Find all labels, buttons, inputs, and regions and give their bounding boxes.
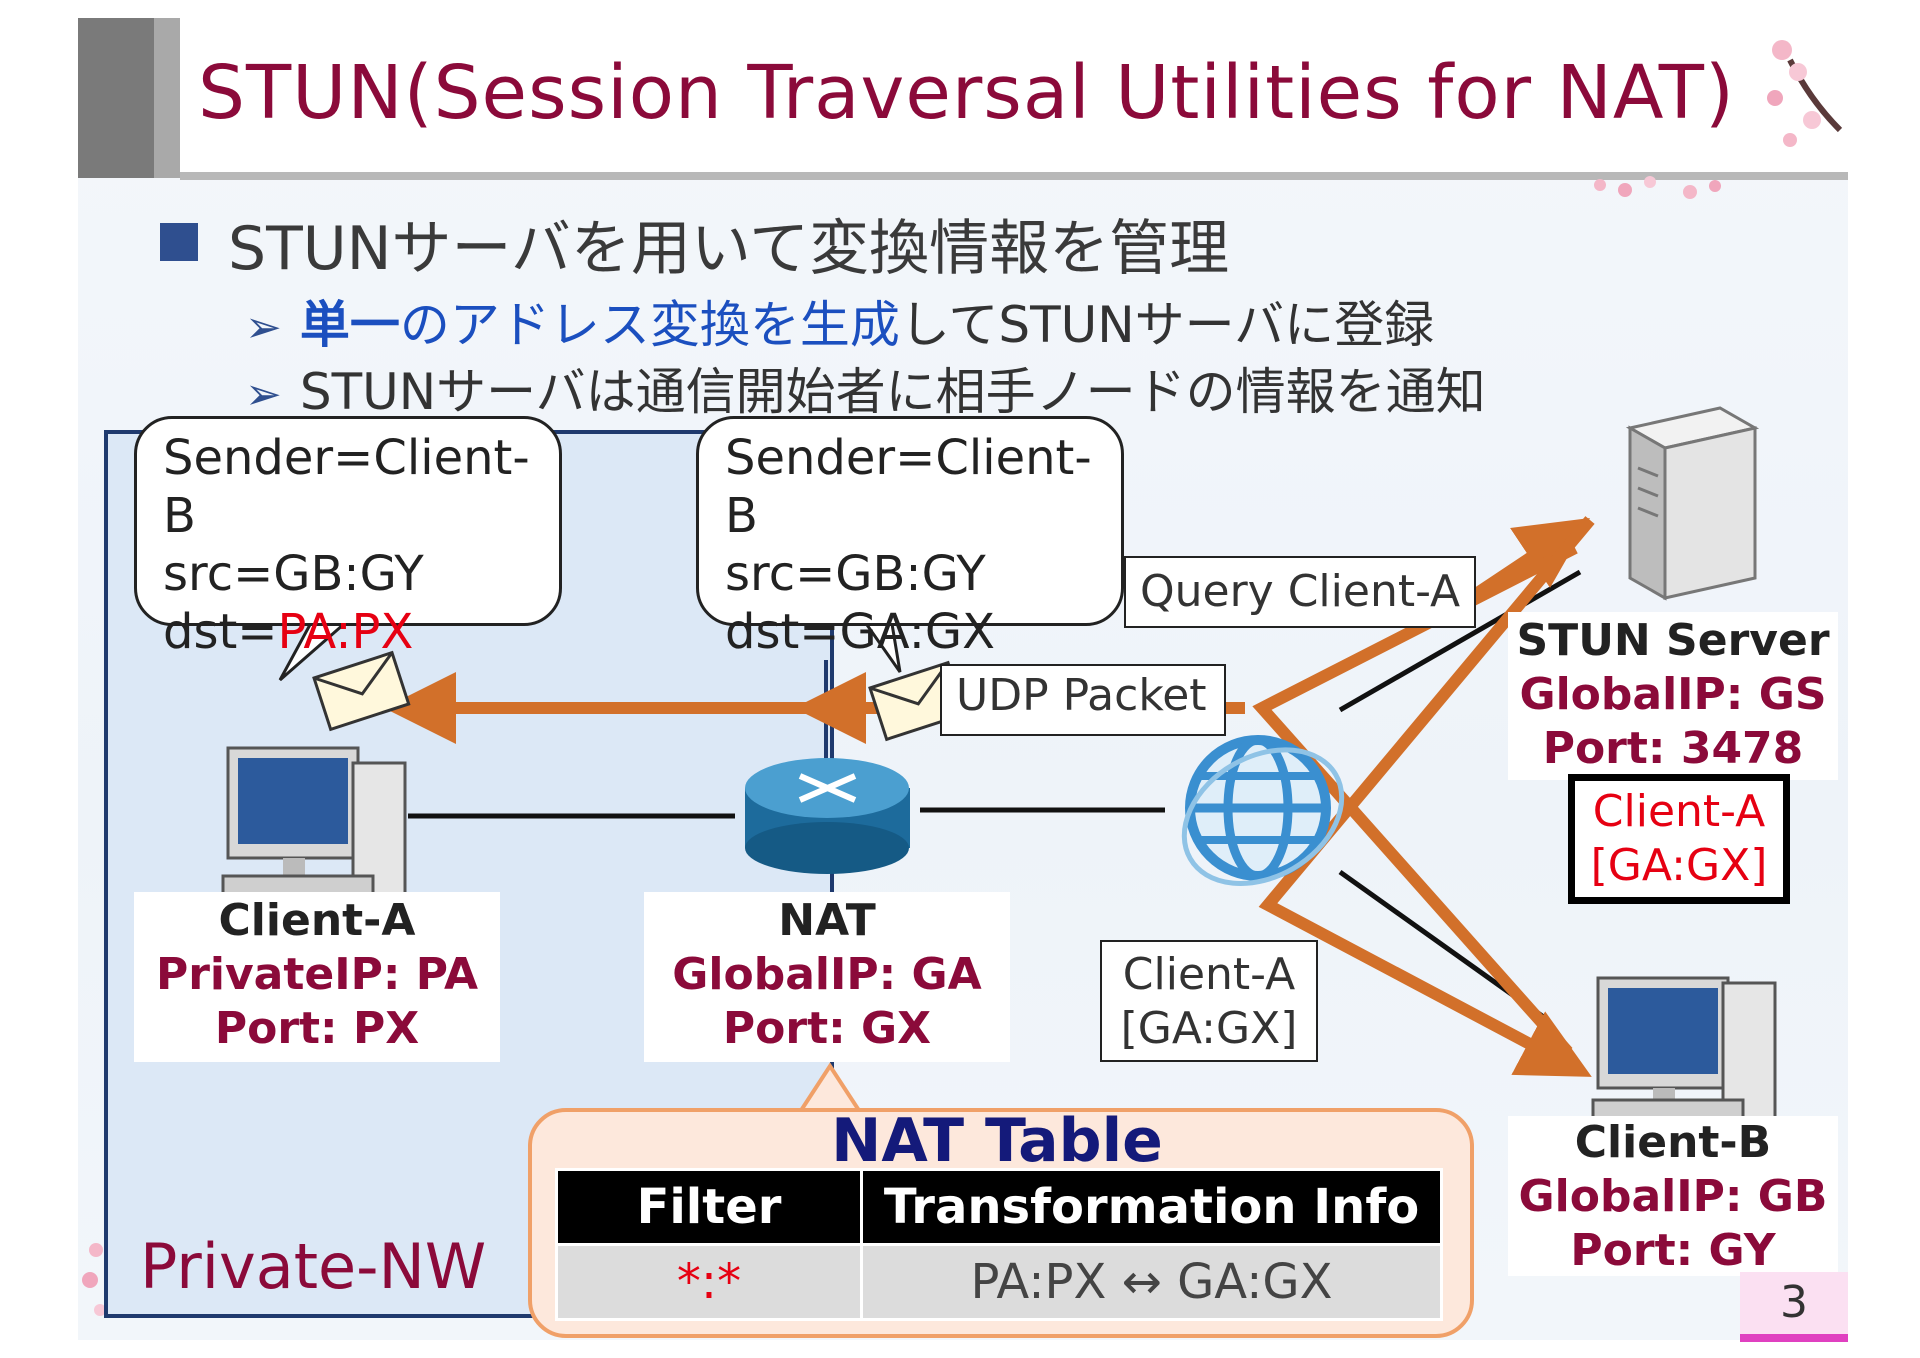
udp-packet-label: UDP Packet (940, 664, 1226, 736)
page-title: STUN(Session Traversal Utilities for NAT… (198, 50, 1735, 136)
title-underline (180, 172, 1848, 180)
bubble-line: src=GB:GY (725, 546, 986, 602)
globe-icon (1181, 735, 1345, 886)
arrow-bullet-icon: ➢ (245, 369, 282, 420)
table-row: *:* PA:PX ↔ GA:GX (555, 1243, 1443, 1321)
client-a-info: Client-A PrivateIP: PA Port: PX (134, 892, 500, 1062)
arrow-bullet-icon: ➢ (245, 302, 282, 353)
nat-name: NAT (778, 895, 876, 946)
title-bar (78, 18, 1848, 178)
bullet-sub-1-emphasis: 単一 (299, 296, 400, 354)
bubble-line: dst=GA:GX (725, 604, 995, 660)
bubble-line: dst=PA:PX (163, 603, 559, 661)
nat-table-title: NAT Table (831, 1106, 1163, 1176)
title-accent-light (154, 18, 180, 178)
client-a-name: Client-A (218, 895, 416, 946)
bullet-sub-2-text: STUNサーバは通信開始者に相手ノードの情報を通知 (299, 363, 1486, 421)
mapping-label: Client-A [GA:GX] (1100, 940, 1318, 1062)
envelope-icon (312, 650, 411, 732)
message-bubble-nat: Sender=Client-B src=GB:GY dst=GA:GX (696, 416, 1124, 660)
bubble-line-value: PA:PX (277, 604, 414, 660)
nat-table-header: Transformation Info (860, 1168, 1443, 1246)
client-b-port: Port: GY (1570, 1225, 1776, 1276)
bubble-line: Sender=Client-B (725, 430, 1092, 544)
nat-table-filter-cell: *:* (555, 1243, 863, 1321)
computer-icon (1591, 976, 1777, 1125)
arrow-clientb-path (1258, 516, 1595, 1077)
nat-table-header-row: Filter Transformation Info (555, 1168, 1443, 1246)
client-b-name: Client-B (1574, 1117, 1772, 1168)
server-icon (1625, 406, 1760, 601)
nat-ip: GlobalIP: GA (672, 949, 982, 1000)
bubble-line: src=GB:GY (163, 546, 424, 602)
stun-server-port: Port: 3478 (1542, 723, 1804, 774)
query-label: Query Client-A (1124, 556, 1476, 628)
client-b-info: Client-B GlobalIP: GB Port: GY (1508, 1116, 1838, 1276)
client-a-port: Port: PX (214, 1003, 420, 1054)
message-bubble-client-a: Sender=Client-B src=GB:GY dst=PA:PX (134, 416, 562, 660)
title-accent-dark (78, 18, 154, 178)
client-a-ip: PrivateIP: PA (155, 949, 479, 1000)
page-number: 3 (1740, 1272, 1848, 1342)
stun-server-name: STUN Server (1516, 615, 1830, 666)
client-b-ip: GlobalIP: GB (1518, 1171, 1828, 1222)
bubble-line-prefix: dst= (163, 604, 278, 660)
nat-port: Port: GX (722, 1003, 932, 1054)
stun-registered-mapping: Client-A [GA:GX] (1568, 774, 1790, 904)
computer-icon (221, 746, 407, 905)
private-network-label: Private-NW (140, 1230, 487, 1303)
nat-table: Filter Transformation Info *:* PA:PX ↔ G… (555, 1168, 1443, 1321)
bullet-sub-1-text: してSTUNサーバに登録 (899, 296, 1435, 354)
bullet-sub-1-highlight: のアドレス変換を生成 (399, 296, 900, 354)
mapping-label-line: Client-A (1122, 949, 1296, 1000)
registered-mapping-line: Client-A (1592, 786, 1766, 837)
bullet-main-text: STUNサーバを用いて変換情報を管理 (228, 214, 1230, 284)
bullet-sub-1: ➢ 単一のアドレス変換を生成してSTUNサーバに登録 (245, 285, 1434, 357)
mapping-label-line: [GA:GX] (1120, 1003, 1298, 1054)
router-icon (745, 758, 910, 874)
nat-table-transform-cell: PA:PX ↔ GA:GX (860, 1243, 1443, 1321)
stun-server-ip: GlobalIP: GS (1519, 669, 1827, 720)
link-internet-stun (1338, 569, 1582, 713)
registered-mapping-line: [GA:GX] (1590, 840, 1768, 891)
bullet-main: STUNサーバを用いて変換情報を管理 (160, 200, 1229, 287)
nat-info: NAT GlobalIP: GA Port: GX (644, 892, 1010, 1062)
bullet-square-icon (160, 223, 198, 261)
bullet-sub-2: ➢ STUNサーバは通信開始者に相手ノードの情報を通知 (245, 352, 1486, 424)
nat-table-header: Filter (555, 1168, 863, 1246)
stun-server-info: STUN Server GlobalIP: GS Port: 3478 (1508, 612, 1838, 780)
bubble-line: Sender=Client-B (163, 430, 530, 544)
